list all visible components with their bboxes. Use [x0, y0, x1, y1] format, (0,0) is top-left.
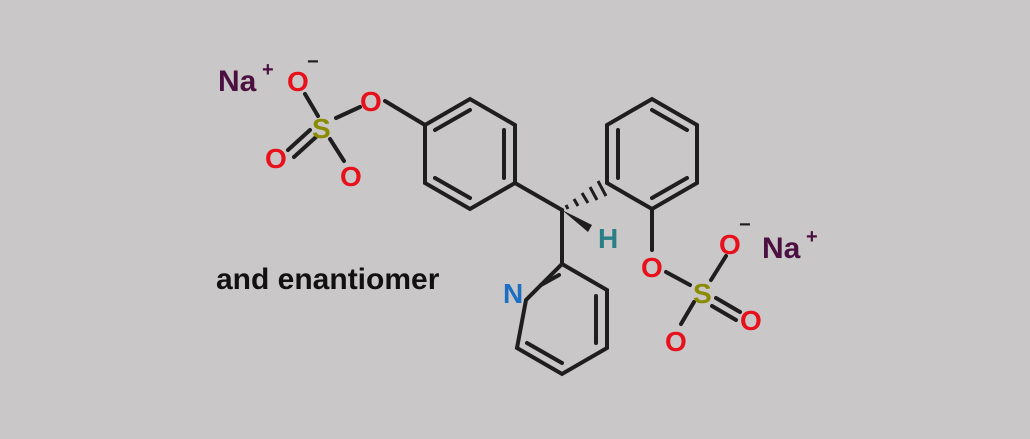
right-ring-double-2 [650, 108, 689, 132]
bond-s-o-eq-left-a-1 [286, 128, 312, 152]
bond-s-o-eq-left-b [328, 137, 346, 163]
oxygen-bridge-right: O [641, 252, 663, 283]
bond-o-bridge-left-ring [383, 99, 427, 127]
pyridine-double-3 [525, 341, 564, 365]
hydrogen-stereo: H [598, 223, 618, 254]
bond-o-bridge-right-s [664, 270, 692, 287]
pyridine-ring [514, 261, 609, 377]
bond-ring-central-carbon [513, 181, 564, 212]
sodium-ion-left-charge: + [262, 59, 274, 81]
sodium-ion-right-charge: + [806, 226, 818, 248]
sodium-ion-left: Na [218, 65, 257, 98]
solid-wedge-bond-h [562, 210, 592, 232]
pyridine-nitrogen: N [503, 278, 523, 309]
pyridine-double-1 [539, 273, 561, 287]
left-ring-double-1 [433, 108, 472, 132]
hashed-wedge-bond [564, 180, 608, 210]
oxygen-double-left-b: O [340, 161, 362, 192]
sulfur-right: S [693, 278, 712, 309]
bond-s-o-minus-left [303, 92, 320, 118]
oxygen-double-right-a: O [665, 326, 687, 357]
bond-s-o-minus-right [709, 254, 728, 282]
right-benzene-ring [605, 96, 699, 212]
oxygen-bridge-left: O [360, 86, 382, 117]
right-ring-double-3 [650, 176, 689, 200]
bond-s-o-eq-right-b-1 [714, 296, 742, 314]
oxygen-double-left-a: O [265, 143, 287, 174]
bond-s-o-eq-right-a [679, 300, 696, 326]
bonds [286, 92, 742, 377]
oxygen-minus-right: O [719, 229, 741, 260]
atom-labels: Na + O − S O O O H N O S O − Na + O O [218, 51, 818, 357]
bond-s-o-eq-right-b-2 [710, 304, 738, 322]
oxygen-minus-left-charge: − [307, 51, 319, 73]
enantiomer-caption: and enantiomer [216, 263, 440, 296]
left-benzene-ring [423, 96, 517, 212]
oxygen-double-right-b: O [740, 305, 762, 336]
bond-s-o-bridge-left [334, 105, 362, 120]
sodium-ion-right: Na [762, 232, 801, 265]
sulfur-left: S [312, 113, 331, 144]
oxygen-minus-right-charge: − [739, 214, 751, 236]
bond-s-o-eq-left-a-2 [292, 135, 318, 159]
left-ring-double-3 [433, 176, 472, 200]
oxygen-minus-left: O [287, 66, 309, 97]
